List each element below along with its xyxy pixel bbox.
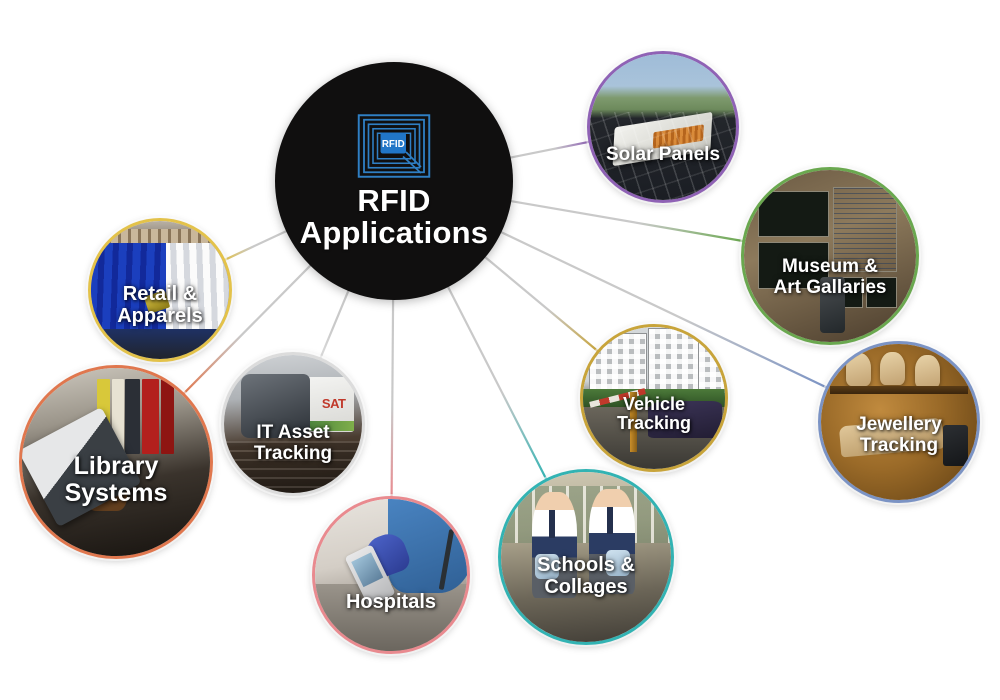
jewellery-display-busts-in-cabinet — [821, 344, 977, 500]
node-museum-art-gallaries[interactable]: Museum & Art Gallaries — [741, 167, 919, 345]
hub-title-line1: RFID — [357, 182, 431, 218]
node-vehicle-tracking[interactable]: Vehicle Tracking — [580, 324, 728, 472]
connector-retail-apparels — [222, 229, 289, 262]
rfid-tag-icon: RFID — [357, 114, 431, 178]
rfid-icon-text: RFID — [382, 139, 405, 150]
nurse-with-handheld-scanner-at-bedside — [315, 499, 467, 651]
node-label-schools-collages: Schools & Collages — [537, 554, 635, 598]
connector-hospitals — [390, 297, 395, 499]
node-label-museum-art-gallaries: Museum & Art Gallaries — [773, 256, 887, 298]
node-label-solar-panels: Solar Panels — [605, 143, 721, 165]
hub-title-line2: Applications — [299, 215, 489, 250]
node-label-retail-apparels: Retail & Apparels — [117, 283, 203, 327]
central-hub-node[interactable]: RFID RFID Applications — [275, 62, 513, 300]
solar-panel-array-with-rfid-inlay — [590, 54, 736, 200]
blue-and-white-shirts-on-hangers — [91, 221, 229, 359]
node-label-hospitals: Hospitals — [345, 591, 437, 614]
connector-solar-panels — [508, 140, 591, 160]
connector-it-asset-tracking — [318, 288, 351, 360]
connector-schools-collages — [446, 284, 548, 481]
node-solar-panels[interactable]: Solar Panels — [587, 51, 739, 203]
node-label-library-systems: Library Systems — [64, 452, 168, 507]
node-label-it-asset-tracking: IT Asset Tracking — [253, 422, 333, 464]
connector-vehicle-tracking — [483, 255, 600, 353]
hub-title: RFID Applications — [299, 182, 489, 250]
connector-museum-art-gallaries — [509, 199, 745, 243]
node-label-jewellery-tracking: Jewellery Tracking — [856, 414, 942, 456]
node-label-vehicle-tracking: Vehicle Tracking — [616, 393, 692, 433]
books-and-rfid-book-scanner — [22, 368, 210, 556]
node-retail-apparels[interactable]: Retail & Apparels — [88, 218, 232, 362]
it-hardware-with-sat-label: SAT — [224, 355, 362, 493]
museum-display-panels-with-handheld-reader — [744, 170, 916, 342]
node-hospitals[interactable]: Hospitals — [312, 496, 470, 654]
node-it-asset-tracking[interactable]: SAT IT Asset Tracking — [221, 352, 365, 496]
node-library-systems[interactable]: Library Systems — [19, 365, 213, 559]
car-at-barrier-gate-near-building — [583, 327, 725, 469]
node-schools-collages[interactable]: Schools & Collages — [498, 469, 674, 645]
node-jewellery-tracking[interactable]: Jewellery Tracking — [818, 341, 980, 503]
schoolchildren-in-uniform-with-bags — [501, 472, 671, 642]
